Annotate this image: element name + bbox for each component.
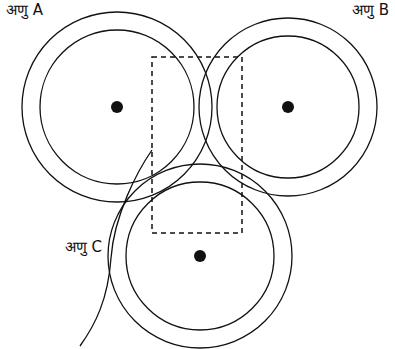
molecule-label: अणु C [63,238,104,256]
molecule-outer-shell [22,12,212,202]
molecule-inner-shell [217,36,359,178]
nucleus-dot [111,101,123,113]
molecule-outer-shell [108,164,292,348]
dashed-region [152,57,242,233]
molecule-label: अणु B [350,1,391,19]
molecule-inner-shell [126,182,274,330]
molecule-label: अणु A [4,1,45,19]
nucleus-dot [194,250,206,262]
nucleus-dot [282,101,294,113]
molecule-inner-shell [40,30,194,184]
molecule-outer-shell [199,18,377,196]
